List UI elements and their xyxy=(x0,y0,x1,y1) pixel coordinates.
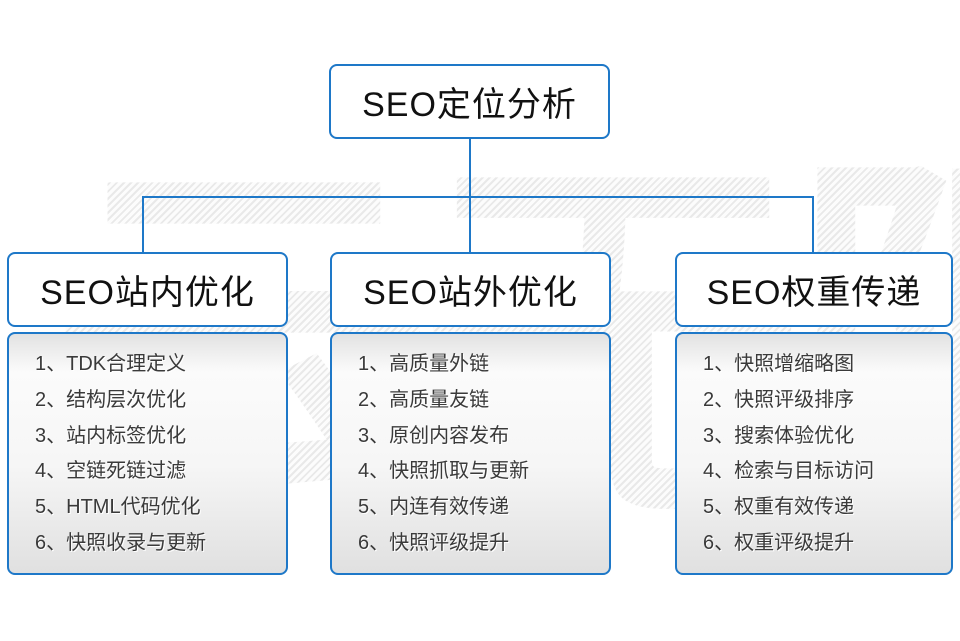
root-node-title: SEO定位分析 xyxy=(362,86,577,124)
list-item: 6、快照评级提升 xyxy=(358,531,510,554)
offsite-item-list: 1、高质量外链 2、高质量友链 3、原创内容发布 4、快照抓取与更新 5、内连有… xyxy=(332,334,609,562)
connector-root-stem xyxy=(469,139,471,197)
list-item: 3、搜索体验优化 xyxy=(703,424,855,447)
branch-header-onsite: SEO站内优化 xyxy=(7,252,288,327)
list-item: 1、高质量外链 xyxy=(358,353,490,375)
branch-title: SEO站内优化 xyxy=(40,274,255,312)
root-node-seo-positioning: SEO定位分析 xyxy=(329,64,610,139)
weight-item-list: 1、快照增缩略图 2、快照评级排序 3、搜索体验优化 4、检索与目标访问 5、权… xyxy=(677,334,951,562)
list-item: 5、HTML代码优化 xyxy=(35,496,201,519)
branch-title: SEO权重传递 xyxy=(706,274,922,312)
branch-header-weight: SEO权重传递 xyxy=(675,252,953,327)
list-item: 5、权重有效传递 xyxy=(703,496,855,519)
list-item: 2、高质量友链 xyxy=(358,388,490,411)
branch-panel-offsite: 1、高质量外链 2、高质量友链 3、原创内容发布 4、快照抓取与更新 5、内连有… xyxy=(330,332,611,575)
list-item: 6、快照收录与更新 xyxy=(35,531,207,554)
list-item: 1、快照增缩略图 xyxy=(703,353,855,375)
list-item: 4、空链死链过滤 xyxy=(35,460,187,483)
connector-drop-right xyxy=(812,196,814,253)
list-item: 6、权重评级提升 xyxy=(703,531,855,554)
branch-panel-onsite: 1、TDK合理定义 2、结构层次优化 3、站内标签优化 4、空链死链过滤 5、H… xyxy=(7,332,288,575)
list-item: 4、快照抓取与更新 xyxy=(358,460,530,483)
list-item: 3、原创内容发布 xyxy=(358,424,510,447)
list-item: 3、站内标签优化 xyxy=(35,424,187,447)
list-item: 2、快照评级排序 xyxy=(703,388,855,411)
connector-drop-middle xyxy=(469,196,471,253)
branch-header-offsite: SEO站外优化 xyxy=(330,252,611,327)
branch-title: SEO站外优化 xyxy=(363,274,578,312)
onsite-item-list: 1、TDK合理定义 2、结构层次优化 3、站内标签优化 4、空链死链过滤 5、H… xyxy=(9,334,286,562)
list-item: 2、结构层次优化 xyxy=(35,388,187,411)
list-item: 1、TDK合理定义 xyxy=(35,353,187,375)
connector-horizontal xyxy=(142,196,814,198)
branch-panel-weight: 1、快照增缩略图 2、快照评级排序 3、搜索体验优化 4、检索与目标访问 5、权… xyxy=(675,332,953,575)
list-item: 4、检索与目标访问 xyxy=(703,460,875,483)
connector-drop-left xyxy=(142,196,144,253)
list-item: 5、内连有效传递 xyxy=(358,496,510,519)
